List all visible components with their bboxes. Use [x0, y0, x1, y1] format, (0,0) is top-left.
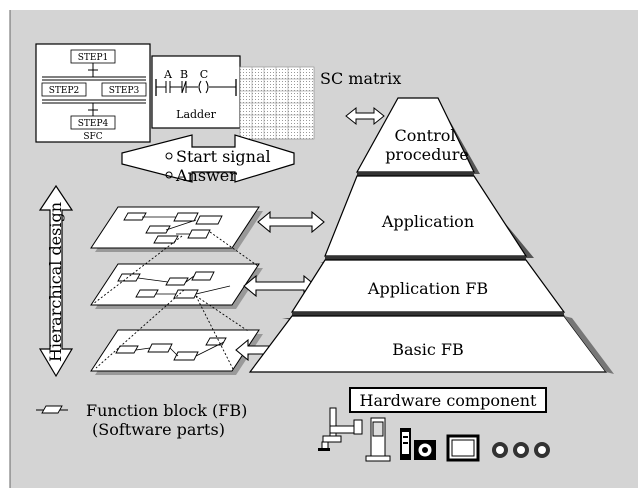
sfc-step4: STEP4 — [78, 119, 109, 129]
start-signal-label: Start signal — [176, 147, 271, 166]
sfc-label: SFC — [83, 132, 102, 142]
sfc-step1: STEP1 — [78, 53, 109, 63]
hierarchical-design-arrow: Hierarchical design — [38, 184, 74, 378]
sfc-step2: STEP2 — [49, 86, 80, 96]
sfc-step3: STEP3 — [109, 86, 140, 96]
actuator-icon — [365, 417, 391, 462]
sc-link-arrow — [345, 106, 385, 126]
signal-arrow: Start signal Answer — [121, 134, 295, 185]
application-fb-label: Application FB — [367, 279, 488, 298]
pyramid: Control procedure Application Applicatio… — [248, 97, 614, 374]
motor-icon — [414, 440, 436, 460]
robot-arm-icon — [318, 407, 363, 451]
ladder-contact-a: A — [163, 68, 173, 81]
sfc-diagram: STEP1 STEP2 STEP3 STEP4 SFC — [35, 43, 151, 143]
control-label-line2: procedure — [385, 145, 469, 164]
legend-line1: Function block (FB) — [86, 401, 247, 420]
sensor-icons — [492, 442, 550, 458]
ladder-diagram: A B C Ladder — [151, 55, 241, 129]
legend-line2: (Software parts) — [92, 420, 225, 439]
hardware-label-box — [349, 387, 547, 413]
hierarchical-design-label: Hierarchical design — [46, 202, 65, 362]
application-label: Application — [381, 212, 474, 231]
ladder-contact-b: B — [180, 68, 188, 81]
fb-legend-icon — [41, 405, 63, 414]
ladder-contact-c: C — [200, 68, 208, 81]
layer-planes — [90, 206, 263, 375]
touch-panel-icon — [446, 434, 480, 462]
control-label-line1: Control — [394, 126, 455, 145]
answer-label: Answer — [175, 166, 237, 185]
sc-matrix-grid — [239, 66, 315, 140]
controller-icon — [400, 428, 411, 460]
hardware-icons — [318, 407, 550, 462]
hardware-label: Hardware component — [360, 391, 538, 410]
basic-fb-label: Basic FB — [392, 340, 464, 359]
sc-matrix-label: SC matrix — [320, 69, 401, 88]
fb-legend: Function block (FB) (Software parts) — [36, 401, 247, 439]
ladder-label: Ladder — [176, 108, 216, 121]
